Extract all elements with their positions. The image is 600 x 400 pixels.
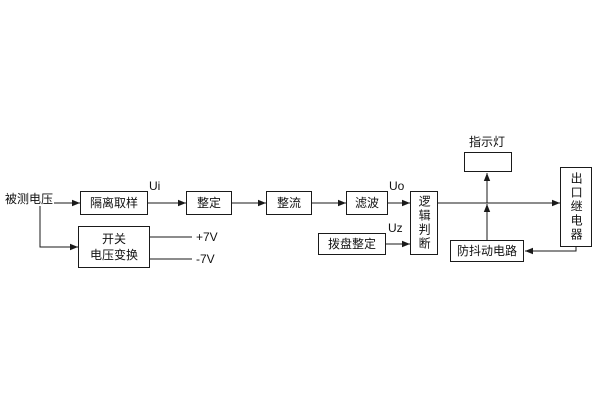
block-logic-judgment-label: 逻辑判断	[417, 195, 432, 251]
indicator-lamp-box	[464, 152, 512, 172]
wire-input-to-switch-converter	[39, 206, 78, 251]
block-dial-setting: 拨盘整定	[318, 233, 386, 255]
block-switch-label-line1: 开关	[101, 231, 126, 246]
block-setting: 整定	[186, 191, 232, 215]
block-anti-jitter-circuit: 防抖动电路	[450, 240, 524, 262]
signal-ui-label: Ui	[149, 179, 161, 193]
block-switch-label-line2: 电压变换	[89, 248, 138, 262]
block-isolation-sampling: 隔离取样	[80, 191, 148, 215]
block-filter: 滤波	[346, 191, 388, 215]
signal-uo-label: Uo	[389, 179, 405, 193]
wire-relay-to-antijitter	[525, 247, 577, 255]
signal-uz-label: Uz	[388, 221, 403, 235]
minus7v-label: -7V	[196, 252, 215, 266]
block-rectifier: 整流	[266, 191, 312, 215]
block-output-relay: 出口继电器	[560, 167, 592, 247]
block-logic-judgment: 逻辑判断	[410, 191, 438, 255]
block-switch-voltage-converter: 开关 电压变换	[78, 226, 150, 268]
indicator-lamp-label: 指示灯	[468, 135, 505, 149]
block-output-relay-label: 出口继电器	[569, 172, 584, 242]
input-voltage-label: 被测电压	[5, 192, 54, 206]
plus7v-label: +7V	[196, 230, 218, 244]
